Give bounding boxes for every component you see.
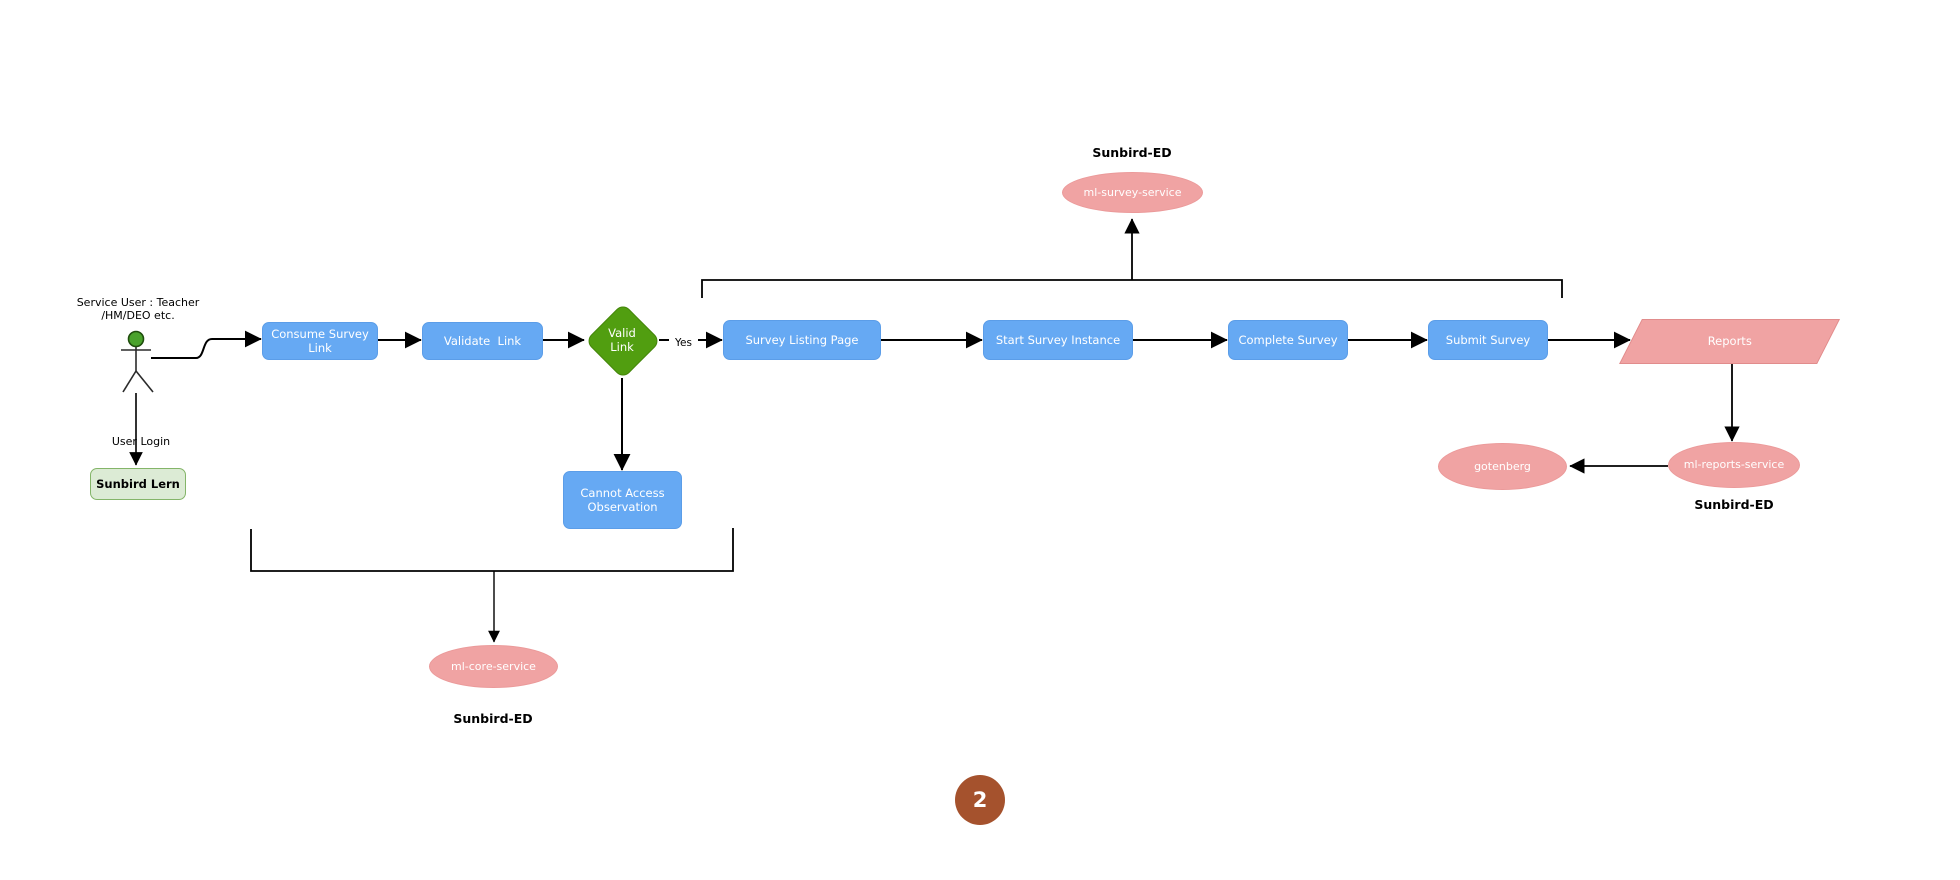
node-submit-survey: Submit Survey bbox=[1428, 320, 1548, 360]
node-complete-survey-label: Complete Survey bbox=[1238, 332, 1338, 347]
sunbird-ed-label-right: Sunbird-ED bbox=[1694, 497, 1774, 512]
node-submit-survey-label: Submit Survey bbox=[1445, 332, 1531, 347]
node-ml-core-service-label: ml-core-service bbox=[451, 659, 536, 673]
node-consume-survey-link-label: Consume Survey Link bbox=[271, 326, 373, 355]
node-sunbird-lern-label: Sunbird Lern bbox=[96, 476, 180, 491]
bracket-core-service bbox=[250, 528, 734, 572]
node-ml-reports-service: ml-reports-service bbox=[1668, 442, 1800, 488]
edge-actor-to-consume bbox=[151, 330, 262, 359]
node-valid-link: Valid Link bbox=[592, 314, 652, 366]
actor-head bbox=[127, 330, 145, 348]
node-gotenberg: gotenberg bbox=[1438, 443, 1567, 490]
node-start-survey-instance-label: Start Survey Instance bbox=[995, 332, 1121, 347]
node-gotenberg-label: gotenberg bbox=[1474, 459, 1531, 473]
page-number-badge: 2 bbox=[955, 775, 1005, 825]
node-valid-link-label: Valid Link bbox=[608, 325, 636, 354]
node-ml-survey-service-label: ml-survey-service bbox=[1083, 185, 1182, 199]
node-ml-core-service: ml-core-service bbox=[429, 645, 558, 688]
sunbird-ed-label-bottom: Sunbird-ED bbox=[453, 711, 533, 726]
node-validate-link: Validate Link bbox=[422, 322, 543, 360]
node-survey-listing-page: Survey Listing Page bbox=[723, 320, 881, 360]
node-survey-listing-page-label: Survey Listing Page bbox=[745, 332, 859, 347]
sunbird-ed-label-top: Sunbird-ED bbox=[1092, 145, 1172, 160]
user-login-edge-label: User Login bbox=[111, 435, 171, 448]
yes-edge-label: Yes bbox=[669, 337, 698, 349]
node-reports-label: Reports bbox=[1707, 334, 1752, 349]
actor-figure bbox=[121, 330, 154, 393]
bracket-survey-service bbox=[701, 279, 1563, 298]
node-validate-link-label: Validate Link bbox=[443, 333, 522, 348]
node-cannot-access-observation-label: Cannot Access Observation bbox=[580, 485, 669, 514]
node-consume-survey-link: Consume Survey Link bbox=[262, 322, 378, 360]
node-reports: Reports bbox=[1619, 319, 1840, 364]
actor-label: Service User : Teacher /HM/DEO etc. bbox=[76, 296, 200, 322]
node-start-survey-instance: Start Survey Instance bbox=[983, 320, 1133, 360]
node-cannot-access-observation: Cannot Access Observation bbox=[563, 471, 682, 529]
node-sunbird-lern: Sunbird Lern bbox=[90, 468, 186, 500]
node-complete-survey: Complete Survey bbox=[1228, 320, 1348, 360]
node-ml-survey-service: ml-survey-service bbox=[1062, 172, 1203, 213]
node-ml-reports-service-label: ml-reports-service bbox=[1683, 458, 1785, 472]
